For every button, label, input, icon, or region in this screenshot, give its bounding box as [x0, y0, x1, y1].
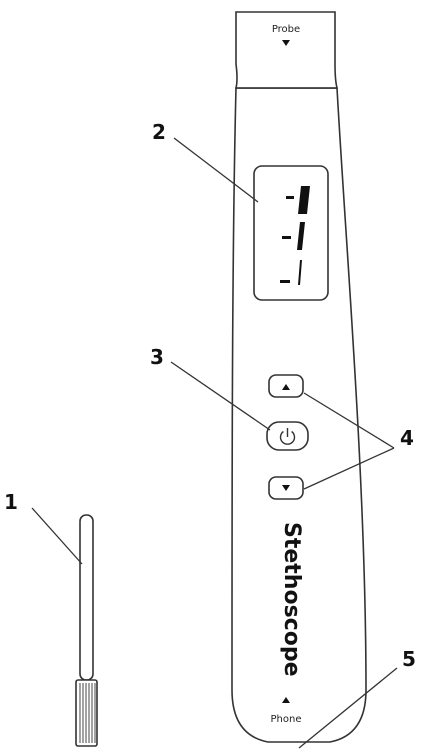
callout-1-leader [31, 507, 83, 565]
probe-tip-grip-ridges [79, 683, 96, 743]
triangle-up-icon [282, 697, 290, 703]
display-dash-top [286, 196, 294, 199]
triangle-up-icon [282, 384, 290, 390]
display-bar-low [298, 260, 302, 285]
display-dash-mid [282, 236, 291, 239]
callout-4-leader-up [303, 392, 395, 449]
probe-tip-tube [79, 514, 94, 681]
callout-5: 5 [402, 647, 416, 671]
callout-5-leader [298, 667, 398, 749]
probe-tip-accessory [75, 514, 98, 747]
phone-label: Phone [271, 714, 302, 725]
display-bar-mid [297, 222, 305, 250]
callout-2: 2 [152, 120, 166, 144]
probe-label: Probe [272, 24, 300, 35]
callout-2-leader [173, 137, 259, 203]
callout-3: 3 [150, 345, 164, 369]
up-button[interactable] [268, 374, 304, 398]
display-window [253, 165, 329, 301]
down-button[interactable] [268, 476, 304, 500]
callout-4: 4 [400, 426, 414, 450]
power-icon [279, 428, 296, 445]
brand-label: Stethoscope [279, 522, 304, 677]
callout-1: 1 [4, 490, 18, 514]
callout-3-leader [170, 361, 271, 431]
display-dash-low [280, 280, 290, 283]
triangle-down-icon [282, 485, 290, 491]
triangle-down-icon [282, 40, 290, 46]
power-button[interactable] [266, 421, 309, 451]
callout-4-leader-down [303, 447, 395, 490]
display-bar-top [298, 186, 310, 214]
display-panel [253, 165, 329, 301]
